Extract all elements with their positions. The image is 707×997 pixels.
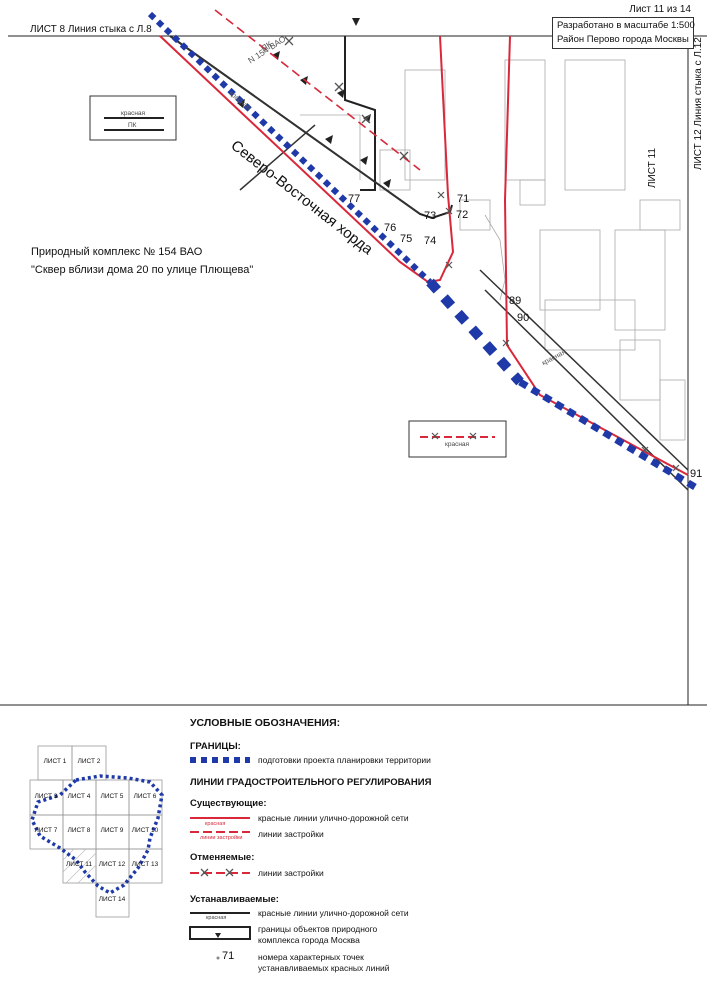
- building: [404, 69, 446, 181]
- legend-title: УСЛОВНЫЕ ОБОЗНАЧЕНИЯ:: [190, 717, 341, 729]
- building: [614, 229, 666, 331]
- building: [659, 379, 686, 441]
- red-lines: [159, 35, 689, 476]
- red-line-west: [159, 35, 455, 284]
- pk-boundary-line: [344, 36, 376, 191]
- legend-regulation-heading: ЛИНИИ ГРАДОСТРОИТЕЛЬНОГО РЕГУЛИРОВАНИЯ: [190, 777, 432, 788]
- point-71: 71: [457, 193, 470, 205]
- point-91: 91: [690, 468, 703, 480]
- index-boundary-blue: [30, 774, 164, 896]
- point-72: 72: [456, 209, 469, 221]
- inset-red-label: красная: [121, 110, 146, 117]
- scale-line: Разработано в масштабе 1:500: [557, 20, 695, 31]
- sheet-number: Лист 11 из 14: [629, 4, 691, 15]
- legend-mini-build: линии застройки: [200, 835, 243, 841]
- legend-existing-heading: Существующие:: [190, 798, 267, 809]
- index-sheet-3: ЛИСТ 3: [34, 793, 58, 800]
- building: [639, 199, 681, 231]
- index-sheet-6: ЛИСТ 6: [133, 793, 157, 800]
- inset2-red-label: красная: [445, 441, 470, 448]
- building: [519, 179, 546, 206]
- legend-pk-sample: [189, 926, 251, 940]
- legend-cancelled-build: линии застройки: [258, 868, 324, 878]
- index-sheet-8: ЛИСТ 8: [67, 827, 91, 834]
- buildings-layer: [300, 59, 686, 441]
- sheet-11-mark: ЛИСТ 11: [647, 148, 658, 188]
- triangle-mark: [352, 18, 360, 26]
- join-line-left: ЛИСТ 8 Линия стыка с Л.8: [30, 24, 152, 35]
- index-map-grid: [29, 745, 163, 918]
- legend-set-pk-2: комплекса города Москва: [258, 935, 360, 945]
- index-sheet-10: ЛИСТ 10: [131, 827, 159, 834]
- pk-boundary-line-diagonal: [169, 35, 453, 220]
- planning-boundary-blue: [147, 11, 702, 494]
- point-74: 74: [424, 235, 437, 247]
- legend-boundaries-heading: ГРАНИЦЫ:: [190, 741, 241, 752]
- legend-set-points-1: номера характерных точек: [258, 952, 364, 962]
- index-sheet-4: ЛИСТ 4: [67, 793, 91, 800]
- legend-cancelled-heading: Отменяемые:: [190, 852, 255, 863]
- legend-graphics: [189, 757, 251, 960]
- legend-sample-number: 71: [222, 950, 235, 962]
- building: [619, 339, 661, 401]
- legend-boundary-item: подготовки проекта планировки территории: [258, 755, 431, 765]
- legend-existing-build: линии застройки: [258, 829, 324, 839]
- point-90: 90: [517, 312, 530, 324]
- red-line-east: [503, 35, 689, 476]
- join-line-right: ЛИСТ 12 Линия стыка с Л.12: [693, 37, 704, 170]
- building: [459, 199, 491, 231]
- map-inset-legend-2: [408, 420, 507, 458]
- inset-pk-label: ПК: [128, 122, 137, 129]
- building: [544, 299, 636, 351]
- road-edge: [484, 214, 506, 301]
- index-sheet-13: ЛИСТ 13: [131, 861, 159, 868]
- building-outline: [300, 114, 361, 180]
- cancelled-build-line: [214, 9, 421, 171]
- legend-set-points-2: устанавливаемых красных линий: [258, 963, 390, 973]
- index-sheet-12: ЛИСТ 12: [98, 861, 126, 868]
- legend-point-sample: [216, 956, 220, 960]
- legend-mini-set-red: красная: [206, 915, 227, 921]
- index-sheet-2: ЛИСТ 2: [77, 758, 101, 765]
- pk-boundary: [169, 35, 453, 220]
- index-sheet-1: ЛИСТ 1: [43, 758, 67, 765]
- legend-existing-red: красные линии улично-дорожной сети: [258, 813, 409, 823]
- red-line-crosses: [437, 191, 680, 472]
- legend-set-red: красные линии улично-дорожной сети: [258, 908, 409, 918]
- cancel-crosses: [284, 36, 409, 161]
- legend-set-heading: Устанавливаемые:: [190, 894, 279, 905]
- index-sheet-11: ЛИСТ 11: [66, 861, 92, 868]
- park-title: Природный комплекс № 154 ВАО: [31, 246, 203, 258]
- building: [564, 59, 626, 191]
- index-sheet-14: ЛИСТ 14: [98, 896, 126, 903]
- district-line: Район Перово города Москвы: [557, 34, 689, 45]
- park-subtitle: "Сквер вблизи дома 20 по улице Плющева": [31, 264, 254, 276]
- point-75: 75: [400, 233, 413, 245]
- legend-set-pk-1: границы объектов природного: [258, 924, 378, 934]
- index-sheet-9: ЛИСТ 9: [100, 827, 124, 834]
- scale-box: Разработано в масштабе 1:500 Район Перов…: [552, 17, 695, 49]
- building: [539, 229, 601, 311]
- point-89: 89: [509, 295, 522, 307]
- point-76: 76: [384, 222, 397, 234]
- point-73: 73: [424, 210, 437, 222]
- index-sheet-5: ЛИСТ 5: [100, 793, 124, 800]
- legend-mini-red: красная: [205, 821, 226, 827]
- building: [504, 59, 546, 181]
- point-77: 77: [348, 193, 361, 205]
- index-sheet-7: ЛИСТ 7: [34, 827, 58, 834]
- map-inset-legend-1: [89, 95, 177, 141]
